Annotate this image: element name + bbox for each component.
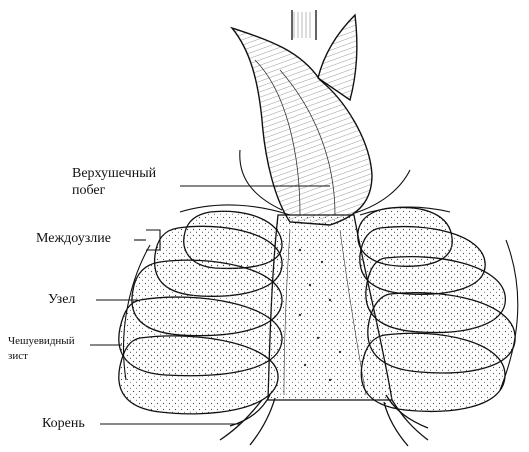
apical-shoot xyxy=(232,15,372,225)
label-root: Корень xyxy=(42,416,85,432)
label-scale-leaf-line2: зист xyxy=(8,349,75,364)
label-apical-shoot: Верхушечный побег xyxy=(72,165,156,199)
label-apical-shoot-line1: Верхушечный xyxy=(72,165,156,182)
label-apical-shoot-line2: побег xyxy=(72,182,156,199)
label-scale-leaf-line1: Чешуевидный xyxy=(8,334,75,349)
right-lobes xyxy=(358,207,515,411)
label-internode: Междоузлие xyxy=(36,231,111,247)
label-node: Узел xyxy=(48,292,75,308)
left-lobes xyxy=(119,211,282,414)
label-scale-leaf: Чешуевидный зист xyxy=(8,334,75,364)
